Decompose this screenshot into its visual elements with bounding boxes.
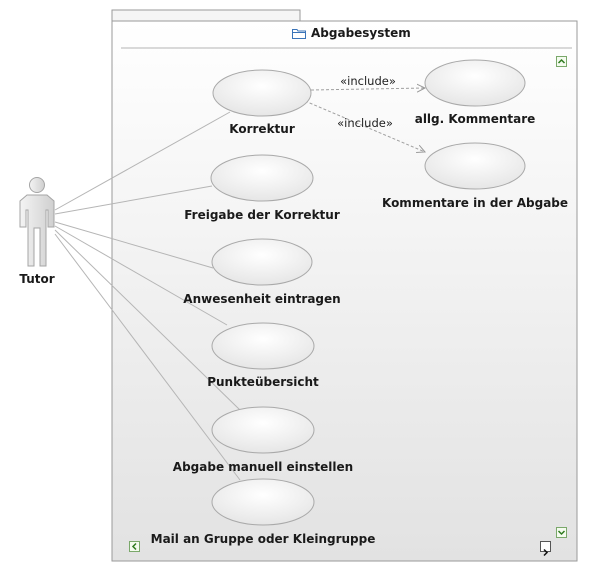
use-case-ellipse-uc7[interactable] [424, 59, 526, 107]
use-case-ellipse-uc4[interactable] [211, 322, 315, 370]
chevron-down-icon [557, 530, 566, 536]
actor-stick-figure-icon [19, 177, 55, 267]
use-case-label: Punkteübersicht [207, 375, 319, 389]
association-line [54, 225, 228, 326]
association-line [54, 233, 241, 481]
use-case-label: Korrektur [229, 122, 295, 136]
use-case-ellipse-uc6[interactable] [211, 478, 315, 526]
use-case-label: Freigabe der Korrektur [184, 208, 340, 222]
actor-label: Tutor [19, 272, 55, 286]
include-stereotype-label: «include» [340, 74, 396, 88]
chevron-right-icon [543, 548, 549, 557]
use-case-ellipse-uc2[interactable] [210, 154, 314, 202]
system-frame[interactable] [111, 20, 578, 562]
use-case-ellipse-uc5[interactable] [211, 406, 315, 454]
system-title-label: Abgabesystem [311, 26, 411, 40]
association-line [54, 229, 241, 411]
scroll-down-button[interactable] [556, 527, 567, 538]
chevron-left-icon [131, 542, 137, 551]
association-line [54, 221, 214, 269]
include-relation-line [310, 88, 425, 90]
folder-icon [292, 28, 306, 39]
use-case-label: Mail an Gruppe oder Kleingruppe [150, 532, 376, 546]
use-case-label: Abgabe manuell einstellen [172, 460, 354, 474]
actor-tutor[interactable] [19, 177, 55, 267]
use-case-ellipse-uc1[interactable] [212, 69, 312, 117]
use-case-ellipse-uc3[interactable] [211, 238, 313, 286]
include-relation-line [304, 100, 425, 152]
use-case-label: allg. Kommentare [414, 112, 536, 126]
scroll-left-button[interactable] [129, 541, 140, 552]
system-title: Abgabesystem [292, 26, 411, 40]
scroll-right-button[interactable] [540, 541, 551, 557]
association-line [54, 185, 213, 215]
chevron-up-icon [557, 58, 566, 64]
association-line [54, 111, 231, 211]
use-case-label: Anwesenheit eintragen [183, 292, 341, 306]
system-frame-tab [111, 9, 301, 22]
use-case-label: Kommentare in der Abgabe [381, 196, 569, 210]
scroll-up-button[interactable] [556, 56, 567, 67]
use-case-ellipse-uc8[interactable] [424, 142, 526, 190]
include-stereotype-label: «include» [337, 116, 393, 130]
